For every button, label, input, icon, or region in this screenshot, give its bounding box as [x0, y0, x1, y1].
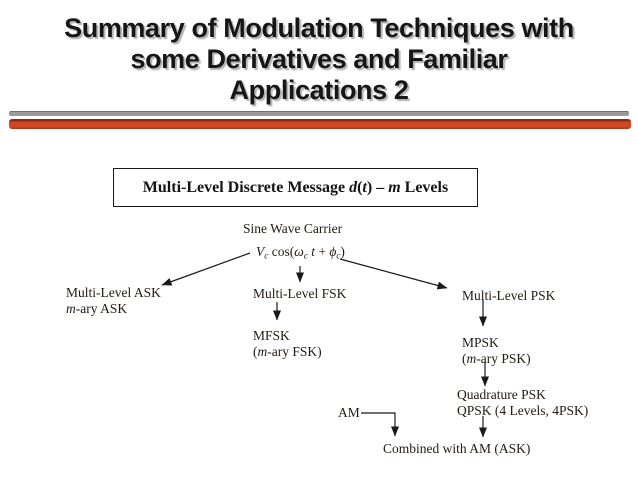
node-multilevel-fsk: Multi-Level FSK [253, 286, 347, 301]
connector-am-to-combined [361, 412, 399, 437]
title-underline-red [9, 119, 631, 129]
node-mfsk: MFSK (m-ary FSK) [253, 328, 322, 360]
slide-title-line-1: Summary of Modulation Techniques with [64, 13, 574, 43]
node-multilevel-psk: Multi-Level PSK [462, 288, 556, 303]
qpsk-levels-label: QPSK (4 Levels, 4PSK) [457, 403, 589, 418]
mpsk-label: MPSK [462, 335, 499, 350]
mary-psk-label: (m-ary PSK) [462, 351, 531, 366]
quadrature-psk-label: Quadrature PSK [457, 387, 546, 402]
slide-title-line-2: some Derivatives and Familiar [130, 44, 508, 74]
message-levels-box: Multi-Level Discrete Message d(t) – m Le… [113, 168, 478, 207]
node-sine-wave-carrier: Sine Wave Carrier [243, 221, 343, 236]
node-combined-am-ask: Combined with AM (ASK) [383, 441, 531, 456]
carrier-formula: Vc cos(ωc t + ϕc) [256, 244, 345, 261]
slide-title: Summary of Modulation Techniques with so… [0, 13, 638, 106]
node-am: AM [338, 405, 360, 420]
connector-carrier-to-psk [339, 258, 448, 290]
node-qpsk: Quadrature PSK QPSK (4 Levels, 4PSK) [457, 387, 588, 419]
node-multilevel-ask: Multi-Level ASK m-ary ASK [66, 285, 161, 317]
node-mpsk: MPSK (m-ary PSK) [462, 335, 531, 367]
mary-ask-label: m-ary ASK [66, 301, 128, 316]
title-underline-gray [9, 111, 629, 116]
mary-fsk-label: (m-ary FSK) [253, 344, 322, 359]
mfsk-label: MFSK [253, 328, 290, 343]
slide-title-line-3: Applications 2 [229, 75, 409, 105]
multilevel-ask-label: Multi-Level ASK [66, 285, 161, 300]
message-levels-text: Multi-Level Discrete Message d(t) – m Le… [142, 178, 449, 196]
connector-carrier-to-ask [161, 252, 251, 286]
